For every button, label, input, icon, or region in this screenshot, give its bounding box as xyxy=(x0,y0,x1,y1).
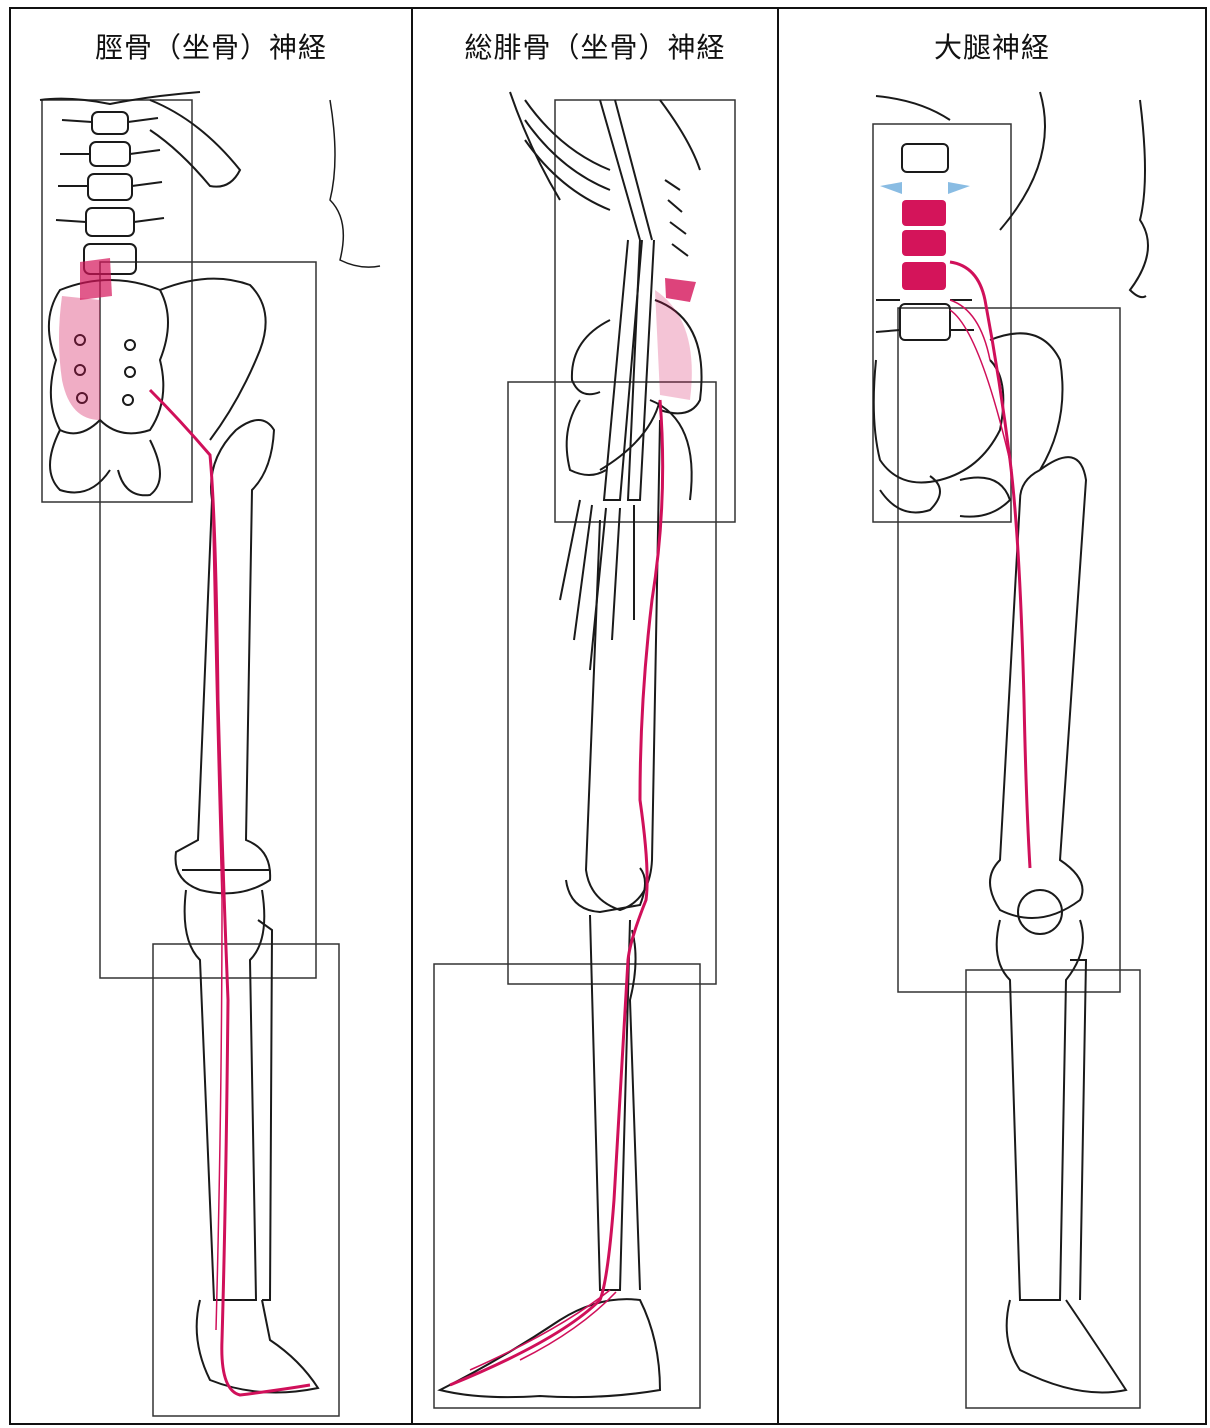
column-tibial-nerve: 脛骨（坐骨）神経 xyxy=(10,0,412,1428)
column-title-femoral: 大腿神経 xyxy=(778,26,1206,66)
column-title-peroneal: 総腓骨（坐骨）神経 xyxy=(412,26,778,66)
column-common-peroneal-nerve: 総腓骨（坐骨）神経 xyxy=(412,0,778,1428)
column-title-tibial: 脛骨（坐骨）神経 xyxy=(10,26,412,66)
column-femoral-nerve: 大腿神経 xyxy=(778,0,1206,1428)
